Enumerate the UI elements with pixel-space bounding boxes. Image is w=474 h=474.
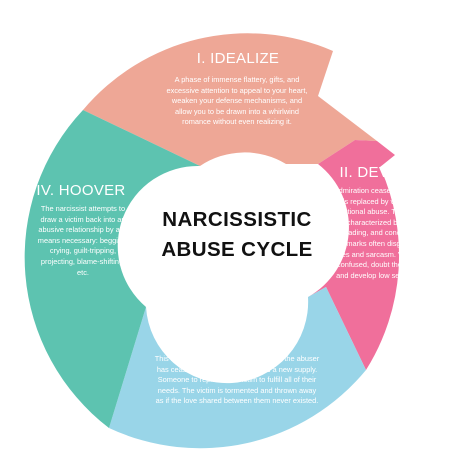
devalue-segment (308, 140, 400, 370)
center-title-line2: ABUSE CYCLE (161, 238, 313, 261)
hoover-description: The narcissist attempts to draw a victim… (37, 204, 129, 277)
hoover-title: IV. HOOVER (36, 182, 126, 199)
devalue-description: Admiration ceases to exist and is replac… (332, 186, 436, 280)
cycle-center-title: NARCISSISTIC ABUSE CYCLE (140, 205, 334, 265)
idealize-description: A phase of immense flattery, gifts, and … (166, 75, 308, 127)
idealize-title: I. IDEALIZE (196, 50, 280, 67)
discard-segment (109, 287, 366, 449)
hoover-segment (24, 110, 200, 428)
center-title-line1: NARCISSISTIC (162, 208, 312, 231)
devalue-title: II. DEVALUE (339, 164, 429, 181)
discard-title: III. DISCARD (192, 330, 284, 347)
idealize-segment (83, 33, 377, 167)
discard-description: This is where the victim's usefulness to… (154, 354, 320, 406)
